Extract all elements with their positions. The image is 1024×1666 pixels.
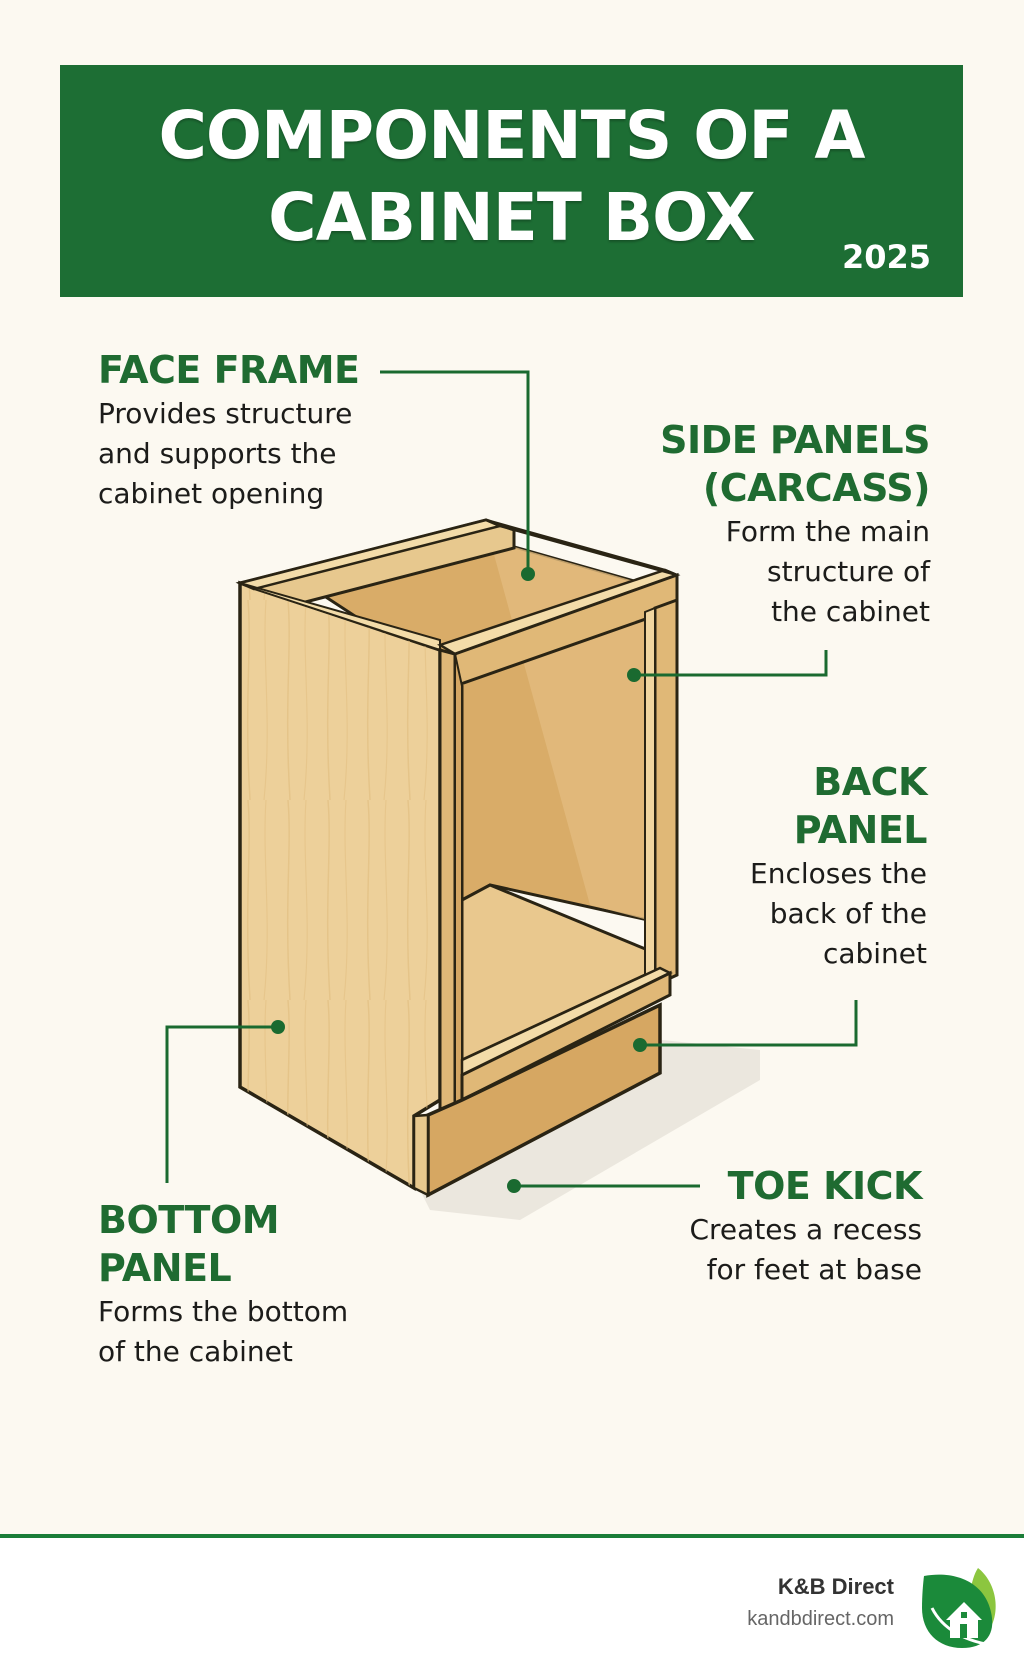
face-frame-leader <box>380 370 530 574</box>
label-face-frame: FACE FRAME Provides structure and suppor… <box>98 346 360 514</box>
side-panels-heading-2: (CARCASS) <box>702 466 931 510</box>
floor-shadow <box>420 1040 760 1220</box>
leaf-house-logo-icon <box>922 1568 999 1648</box>
side-panels-dot <box>627 668 641 682</box>
bottom-panel-dot <box>271 1020 285 1034</box>
title-line-2: CABINET BOX <box>268 179 756 256</box>
side-panels-desc-2: structure of <box>767 555 930 588</box>
face-frame-right-stile <box>644 597 679 988</box>
back-panel-heading-2: PANEL <box>793 808 928 852</box>
back-panel-heading-1: BACK <box>813 760 927 804</box>
title-banner: COMPONENTS OF A CABINET BOX 2025 <box>60 65 963 297</box>
leader-dots <box>271 567 647 1193</box>
cabinet-diagram <box>165 370 858 1220</box>
face-frame-left-stile <box>438 648 463 1121</box>
side-panels-desc-3: the cabinet <box>771 595 930 628</box>
face-frame-desc-1: Provides structure <box>98 397 353 430</box>
face-frame-heading: FACE FRAME <box>98 348 360 392</box>
toe-kick-desc-2: for feet at base <box>706 1253 922 1286</box>
toe-kick-heading: TOE KICK <box>727 1164 923 1208</box>
toe-kick-desc-1: Creates a recess <box>689 1213 922 1246</box>
footer: K&B Direct kandbdirect.com <box>0 1538 1024 1666</box>
face-frame-bottom-rail <box>460 966 673 1103</box>
label-toe-kick: TOE KICK Creates a recess for feet at ba… <box>689 1162 922 1290</box>
brand-url: kandbdirect.com <box>747 1608 894 1630</box>
footer-divider <box>0 1534 1024 1538</box>
face-frame-dot <box>521 567 535 581</box>
title-line-1: COMPONENTS OF A <box>158 97 865 174</box>
back-panel-desc-3: cabinet <box>822 937 927 970</box>
bottom-panel-heading-2: PANEL <box>98 1246 232 1290</box>
face-frame-desc-3: cabinet opening <box>98 477 325 510</box>
back-panel-leader <box>640 1000 858 1047</box>
bottom-panel-leader <box>165 1025 278 1183</box>
right-top-edge <box>485 518 678 577</box>
page-title: COMPONENTS OF A CABINET BOX <box>60 95 963 259</box>
bottom-panel-desc-1: Forms the bottom <box>98 1295 349 1328</box>
side-panels-heading-1: SIDE PANELS <box>660 418 930 462</box>
side-panels-desc-1: Form the main <box>725 515 930 548</box>
label-side-panels: SIDE PANELS (CARCASS) Form the main stru… <box>660 416 930 632</box>
back-panel-desc-1: Encloses the <box>750 857 927 890</box>
back-panel-dot <box>633 1038 647 1052</box>
face-frame-desc-2: and supports the <box>98 437 337 470</box>
left-side-panel-shape <box>238 580 442 1192</box>
toe-kick-shape <box>412 1002 662 1198</box>
label-back-panel: BACK PANEL Encloses the back of the cabi… <box>750 758 928 974</box>
leader-lines <box>165 370 858 1188</box>
label-bottom-panel: BOTTOM PANEL Forms the bottom of the cab… <box>98 1196 348 1372</box>
brand-name: K&B Direct <box>777 1574 894 1599</box>
year-badge: 2025 <box>841 238 931 276</box>
toe-kick-dot <box>507 1179 521 1193</box>
bottom-panel-heading-1: BOTTOM <box>98 1198 280 1242</box>
side-panels-leader <box>634 650 828 677</box>
bottom-panel-desc-2: of the cabinet <box>98 1335 293 1368</box>
back-panel-desc-2: back of the <box>769 897 927 930</box>
